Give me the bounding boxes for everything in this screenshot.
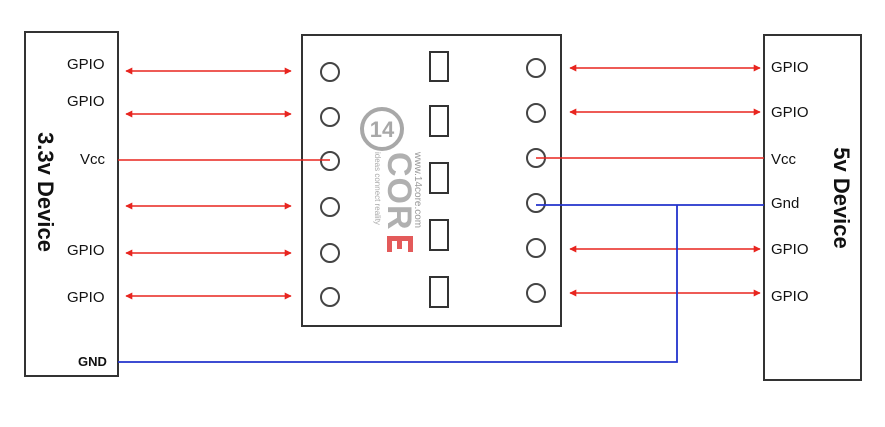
module-pad-left-6 <box>320 287 340 307</box>
left-pin-label-1: GPIO <box>67 56 105 73</box>
module-component-1 <box>429 51 449 82</box>
right-pin-label-vcc: Vcc <box>771 151 797 168</box>
module-pad-left-1 <box>320 62 340 82</box>
module-component-3 <box>429 162 449 194</box>
logo-e-icon <box>387 236 413 252</box>
module-component-5 <box>429 276 449 308</box>
module-pad-right-1 <box>526 58 546 78</box>
right-device-box <box>763 34 862 381</box>
right-pin-label-gnd: Gnd <box>771 195 799 212</box>
right-pin-label-2: GPIO <box>771 104 809 121</box>
logo-url: www.14core.com <box>412 151 423 228</box>
left-signal-arrows <box>125 67 292 300</box>
module-pad-left-4 <box>320 197 340 217</box>
logo-word: COR <box>380 152 418 231</box>
gnd-wire-common <box>118 205 678 363</box>
left-pin-label-vcc: Vcc <box>80 151 106 168</box>
module-pad-left-5 <box>320 243 340 263</box>
logo-badge: 14 <box>370 117 395 142</box>
module-pad-right-5 <box>526 238 546 258</box>
logo-watermark: 14 COR www.14core.com ideas connect real… <box>360 107 423 252</box>
left-device-box <box>24 31 119 377</box>
right-device: 5v Device GPIO GPIO Vcc Gnd GPIO GPIO <box>763 34 862 381</box>
logo-ring-icon <box>360 107 404 151</box>
module-pad-left-3 <box>320 151 340 171</box>
module-pad-right-4 <box>526 193 546 213</box>
right-pin-label-1: GPIO <box>771 59 809 76</box>
right-signal-arrows <box>569 64 761 297</box>
right-device-title: 5v Device <box>829 147 854 249</box>
logo-tagline: ideas connect reality <box>373 152 382 225</box>
module-pad-right-6 <box>526 283 546 303</box>
module-component-4 <box>429 219 449 251</box>
left-pin-label-2: GPIO <box>67 93 105 110</box>
module-pad-left-2 <box>320 107 340 127</box>
right-pin-label-3: GPIO <box>771 241 809 258</box>
module-pad-right-2 <box>526 103 546 123</box>
left-pin-label-4: GPIO <box>67 289 105 306</box>
left-pin-label-gnd: GND <box>78 354 107 369</box>
right-pin-label-4: GPIO <box>771 288 809 305</box>
level-shifter-module: 14 COR www.14core.com ideas connect real… <box>301 34 562 327</box>
left-device: 3.3v Device GPIO GPIO Vcc GPIO GPIO GND <box>24 31 119 377</box>
left-pin-label-3: GPIO <box>67 242 105 259</box>
module-component-2 <box>429 105 449 137</box>
left-device-title: 3.3v Device <box>33 132 58 252</box>
